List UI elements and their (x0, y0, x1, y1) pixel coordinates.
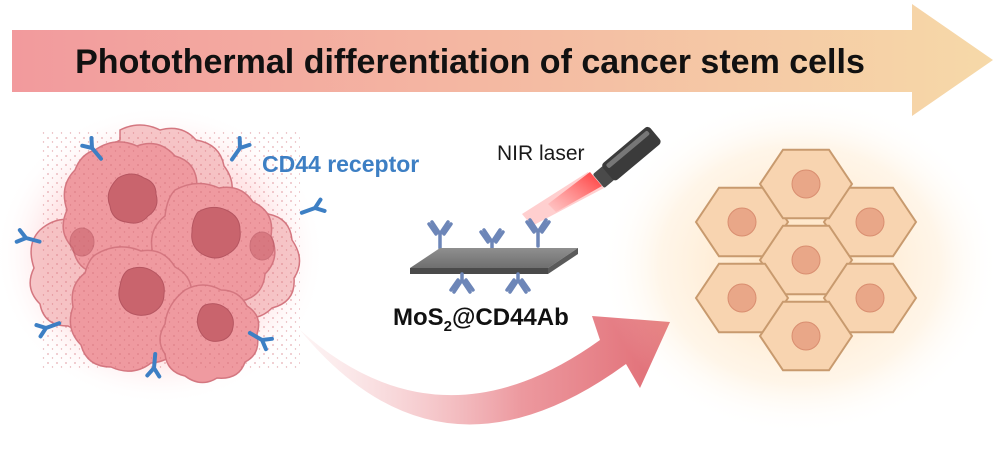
nucleus-5 (69, 227, 95, 257)
hex-cell-group (694, 148, 918, 372)
nucleus-1 (107, 173, 158, 224)
nanosheet-top (410, 248, 578, 268)
curved-arrow-body (300, 316, 670, 425)
nucleus-6 (249, 231, 275, 261)
hex-cell-nucleus-2 (855, 207, 885, 237)
laser-highlight (606, 130, 650, 168)
cancer-stem-cell-cluster-icon: CD44 receptor (0, 105, 419, 405)
transition-curved-arrow (300, 316, 670, 425)
y-shaped-receptor-icon (80, 136, 103, 161)
nucleus-2 (191, 206, 241, 259)
hex-cell-nucleus-7 (791, 169, 821, 199)
y-shaped-receptor-icon (145, 352, 162, 379)
nanomaterial-label-suffix: @CD44Ab (452, 304, 569, 331)
laser-label: NIR laser (497, 142, 585, 165)
y-shaped-receptor-icon (34, 321, 62, 339)
laser-beam (548, 172, 602, 212)
banner-arrow-shape (12, 4, 993, 116)
receptor-label: CD44 receptor (262, 151, 419, 177)
nanomaterial-label-prefix: MoS (393, 304, 444, 331)
antibody-icon (427, 220, 453, 250)
nanosheet-platform-icon: MoS2@CD44Ab (393, 218, 578, 335)
nanomaterial-label: MoS2@CD44Ab (393, 304, 569, 335)
y-shaped-receptor-icon (229, 136, 252, 162)
hex-cell-nucleus-4 (727, 283, 757, 313)
y-shaped-receptor-icon (247, 331, 274, 352)
antibodies-bottom (449, 272, 531, 294)
nanosheet-side (548, 248, 578, 274)
cd44-receptors (14, 136, 327, 379)
hexagonal-differentiated-cells-icon (600, 95, 1000, 435)
laser-body (602, 126, 661, 181)
laser-beam-glow (522, 172, 604, 226)
antibody-icon (505, 272, 531, 294)
laser-tip (593, 166, 615, 188)
hex-cell-nucleus-1 (727, 207, 757, 237)
antibody-icon (449, 272, 475, 294)
cancer-nuclei (69, 173, 275, 342)
page-title: Photothermal differentiation of cancer s… (75, 43, 865, 81)
nanosheet-edge (410, 268, 548, 274)
nanomaterial-label-subscript: 2 (444, 318, 452, 335)
nucleus-4 (196, 303, 234, 342)
hex-cell-nucleus-5 (855, 283, 885, 313)
y-shaped-receptor-icon (14, 228, 42, 244)
y-shaped-receptor-icon (299, 197, 327, 215)
hex-cell-nucleus-6 (791, 321, 821, 351)
title-banner-arrow: Photothermal differentiation of cancer s… (12, 4, 993, 116)
laser-pointer-icon: NIR laser (497, 126, 661, 226)
nucleus-3 (118, 266, 165, 316)
hex-cell-nucleus-3 (791, 245, 821, 275)
antibody-icon (525, 218, 551, 248)
